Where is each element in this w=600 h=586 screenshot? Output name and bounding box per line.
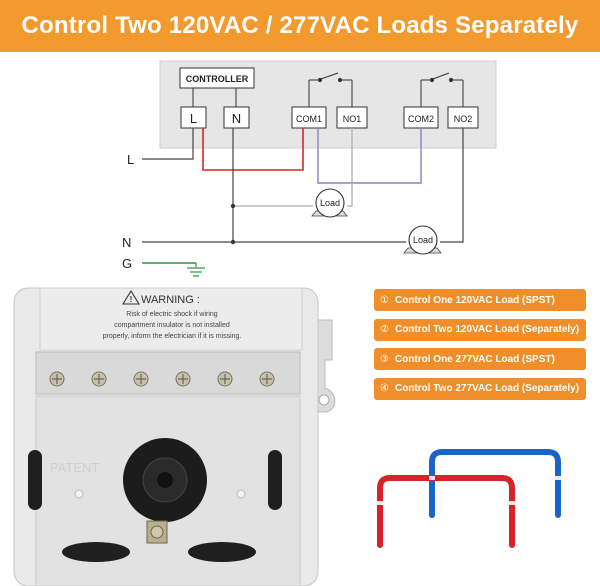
ground-screw: [146, 520, 168, 544]
center-grommet: [123, 438, 207, 522]
option-3-label: Control One 277VAC Load (SPST): [394, 353, 555, 365]
terminal-l-label: L: [190, 111, 197, 126]
load-2: Load: [403, 225, 442, 255]
jumper-red: [377, 475, 515, 548]
terminal-com1-label: COM1: [296, 114, 322, 124]
wire-blue-jumper: [317, 128, 422, 184]
wire-red-jumper: [202, 128, 304, 171]
option-2-number: ②: [380, 324, 389, 335]
option-1-number: ①: [380, 294, 389, 306]
knockout-bottom-right: [188, 542, 256, 562]
terminal-no1-label: NO1: [343, 114, 362, 124]
warning-title: WARNING :: [141, 294, 200, 306]
device-enclosure: ! WARNING : Risk of electric shock if wi…: [13, 287, 336, 586]
knockout-right: [268, 450, 282, 510]
warning-line-3: properly, inform the electrician if it i…: [103, 333, 242, 340]
terminal-com2: COM2: [403, 106, 439, 129]
option-2: ② Control Two 120VAC Load (Separately): [374, 318, 586, 341]
wire-line-l: [142, 128, 194, 160]
load-1-label: Load: [320, 198, 340, 208]
terminal-no2-label: NO2: [454, 114, 473, 124]
warning-line-2: compartment insulator is not installed: [114, 322, 230, 329]
load-1: Load: [311, 188, 348, 218]
banner-title: Control Two 120VAC / 277VAC Loads Separa…: [21, 12, 579, 39]
knockout-bottom-left: [62, 542, 130, 562]
option-3-number: ③: [380, 353, 389, 365]
embossed-text: PATENT: [50, 460, 99, 475]
terminal-com1: COM1: [291, 106, 327, 129]
terminal-no2: NO2: [447, 106, 479, 129]
wiring-diagram: CONTROLLER L N COM1 NO1 COM2 NO2: [122, 60, 497, 277]
controller-box: [179, 67, 255, 89]
controller-label: CONTROLLER: [186, 74, 249, 84]
line-label-n: N: [122, 235, 131, 250]
wire-no2-load: [440, 128, 464, 243]
svg-text:!: !: [130, 295, 133, 304]
option-1: ① Control One 120VAC Load (SPST): [374, 289, 586, 311]
warning-line-1: Risk of electric shock if wiring: [126, 311, 218, 318]
jumper-blue: [429, 449, 561, 518]
relay-switch-1: [308, 72, 353, 107]
terminal-n: N: [223, 106, 250, 129]
terminal-strip: [35, 351, 301, 395]
warning-icon: !: [122, 289, 140, 305]
terminal-no1: NO1: [336, 106, 368, 129]
option-2-label: Control Two 120VAC Load (Separately): [394, 324, 580, 335]
terminal-com2-label: COM2: [408, 114, 434, 124]
option-4: ④ Control Two 277VAC Load (Separately): [374, 377, 586, 400]
terminal-screws: [49, 371, 275, 387]
line-label-l: L: [127, 152, 134, 167]
option-4-label: Control Two 277VAC Load (Separately): [394, 383, 580, 394]
option-1-label: Control One 120VAC Load (SPST): [394, 294, 555, 306]
ground-icon: [187, 263, 205, 277]
terminal-n-label: N: [232, 111, 241, 126]
terminal-l: L: [180, 106, 207, 129]
line-label-g: G: [122, 256, 132, 271]
title-banner: Control Two 120VAC / 277VAC Loads Separa…: [0, 0, 600, 52]
wire-no1-load: [347, 128, 353, 207]
options-list: ① Control One 120VAC Load (SPST) ② Control…: [374, 289, 586, 407]
option-4-number: ④: [380, 383, 389, 394]
knockout-left: [28, 450, 42, 510]
load-2-label: Load: [413, 235, 433, 245]
option-3: ③ Control One 277VAC Load (SPST): [374, 348, 586, 370]
cover-plate: [39, 287, 303, 351]
relay-switch-2: [420, 72, 464, 107]
jumper-wires: [377, 449, 561, 548]
